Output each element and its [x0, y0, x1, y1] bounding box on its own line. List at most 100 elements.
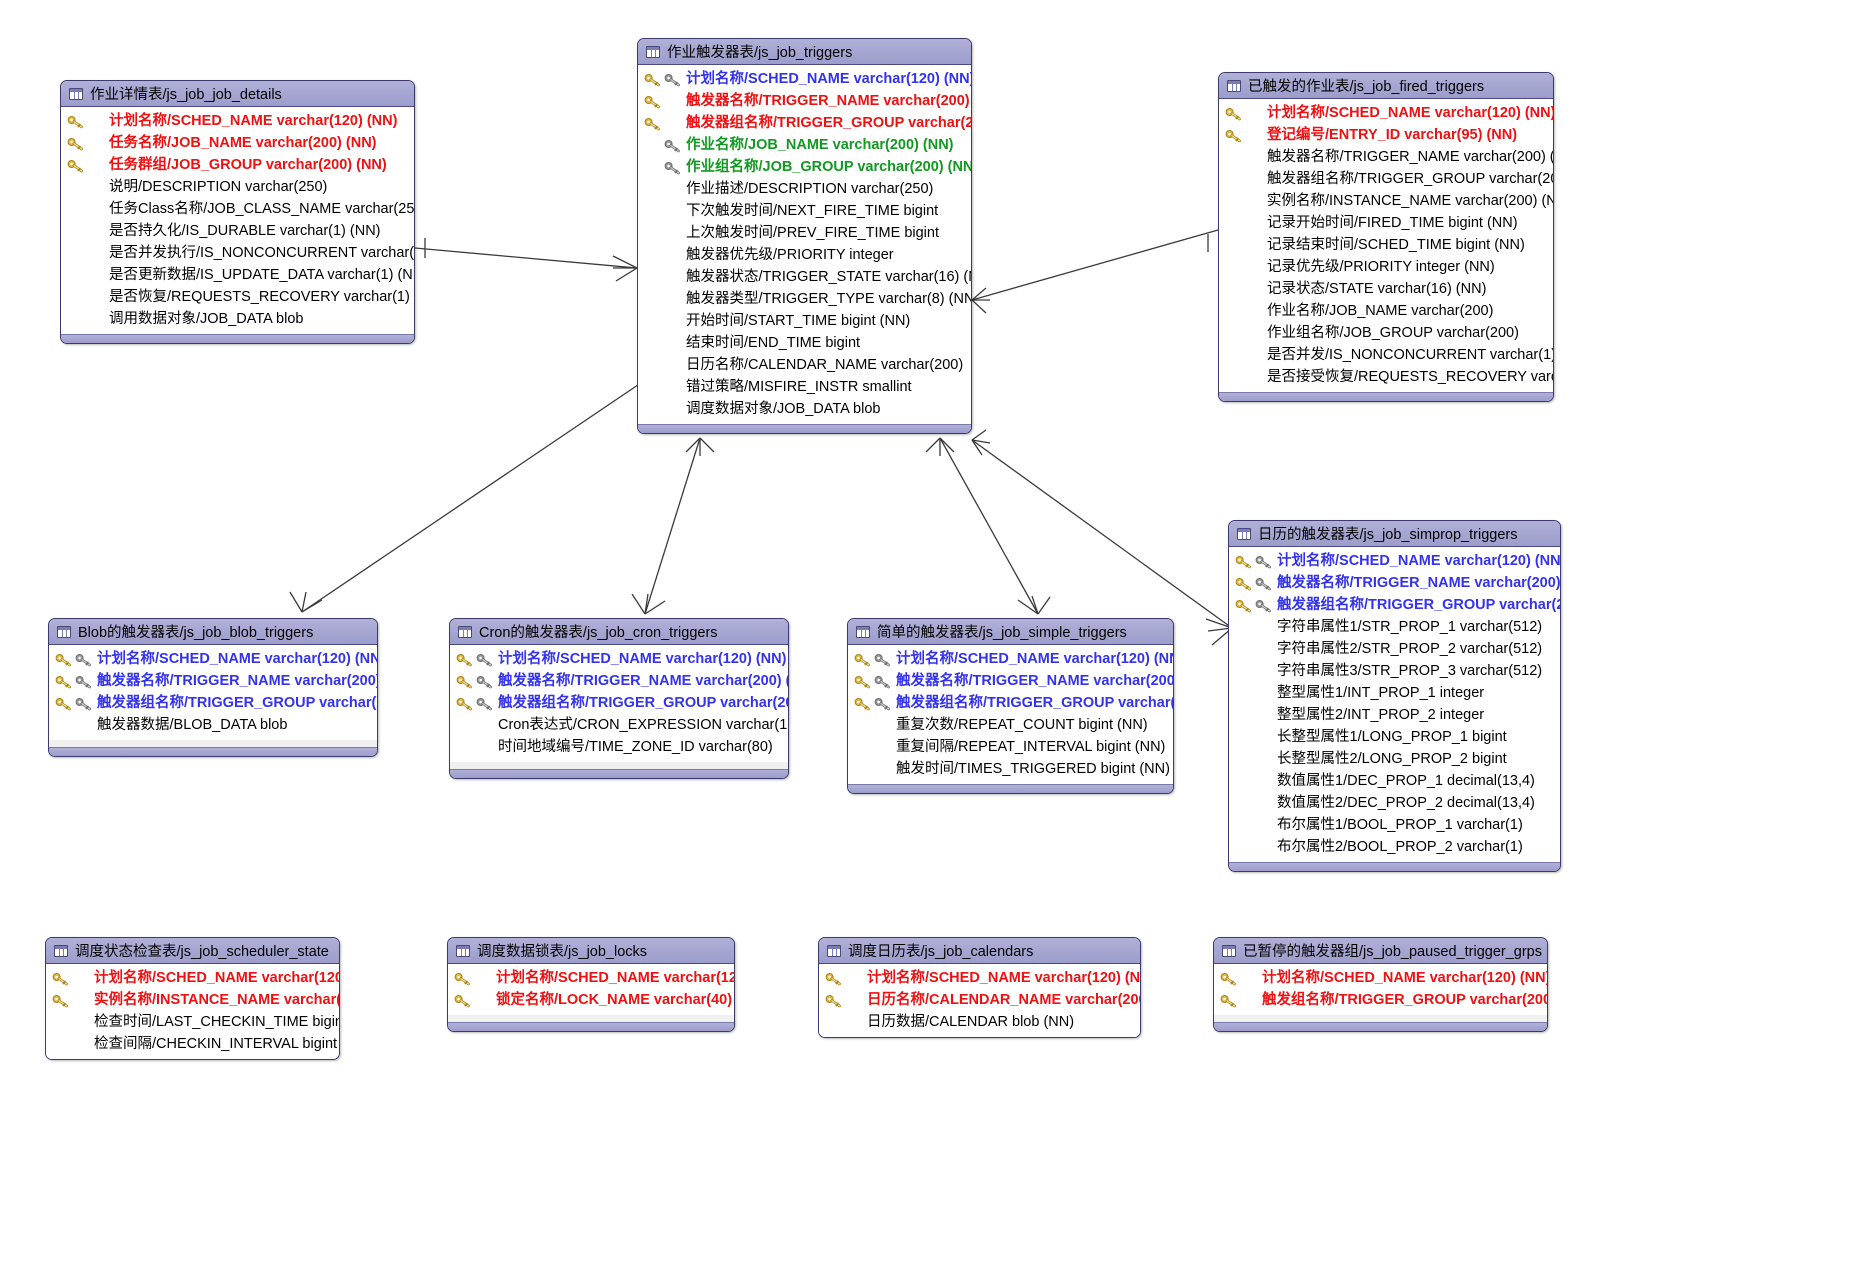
- field-row[interactable]: 计划名称/SCHED_NAME varchar(120) (NN): [1219, 102, 1553, 124]
- field-row[interactable]: 上次触发时间/PREV_FIRE_TIME bigint: [638, 222, 971, 244]
- field-row[interactable]: 实例名称/INSTANCE_NAME varchar(200) (NN): [1219, 190, 1553, 212]
- field-row[interactable]: 作业组名称/JOB_GROUP varchar(200): [1219, 322, 1553, 344]
- field-row[interactable]: 是否更新数据/IS_UPDATE_DATA varchar(1) (NN): [61, 264, 414, 286]
- field-row[interactable]: 触发器数据/BLOB_DATA blob: [49, 714, 377, 736]
- field-row[interactable]: 触发时间/TIMES_TRIGGERED bigint (NN): [848, 758, 1173, 780]
- entity-title-bar-scheduler_state[interactable]: 调度状态检查表/js_job_scheduler_state: [46, 938, 339, 964]
- field-row[interactable]: 触发器名称/TRIGGER_NAME varchar(200) (NN): [638, 90, 971, 112]
- field-row[interactable]: 日历名称/CALENDAR_NAME varchar(200) (NN): [819, 989, 1140, 1011]
- field-row[interactable]: 作业名称/JOB_NAME varchar(200) (NN): [638, 134, 971, 156]
- entity-title-bar-blob_triggers[interactable]: Blob的触发器表/js_job_blob_triggers: [49, 619, 377, 645]
- entity-title-bar-paused_trigger_grps[interactable]: 已暂停的触发器组/js_job_paused_trigger_grps: [1214, 938, 1547, 964]
- field-row[interactable]: 触发器名称/TRIGGER_NAME varchar(200) (NN): [1219, 146, 1553, 168]
- field-row[interactable]: 是否持久化/IS_DURABLE varchar(1) (NN): [61, 220, 414, 242]
- field-row[interactable]: 任务名称/JOB_NAME varchar(200) (NN): [61, 132, 414, 154]
- field-row[interactable]: 计划名称/SCHED_NAME varchar(120) (NN): [819, 967, 1140, 989]
- entity-job_details[interactable]: 作业详情表/js_job_job_details 计划名称/SCHED_NAME …: [60, 80, 415, 344]
- field-row[interactable]: 记录状态/STATE varchar(16) (NN): [1219, 278, 1553, 300]
- field-row[interactable]: 作业组名称/JOB_GROUP varchar(200) (NN): [638, 156, 971, 178]
- field-row[interactable]: 长整型属性1/LONG_PROP_1 bigint: [1229, 726, 1560, 748]
- entity-title-bar-job_details[interactable]: 作业详情表/js_job_job_details: [61, 81, 414, 107]
- field-row[interactable]: 布尔属性1/BOOL_PROP_1 varchar(1): [1229, 814, 1560, 836]
- entity-title-bar-fired_triggers[interactable]: 已触发的作业表/js_job_fired_triggers: [1219, 73, 1553, 99]
- entity-triggers[interactable]: 作业触发器表/js_job_triggers 计划名称/SCHED_NAME va…: [637, 38, 972, 434]
- entity-blob_triggers[interactable]: Blob的触发器表/js_job_blob_triggers 计划名称/SCHED…: [48, 618, 378, 757]
- field-row[interactable]: 触发器组名称/TRIGGER_GROUP varchar(200) (NN): [638, 112, 971, 134]
- field-row[interactable]: 计划名称/SCHED_NAME varchar(120) (NN): [848, 648, 1173, 670]
- field-row[interactable]: 数值属性2/DEC_PROP_2 decimal(13,4): [1229, 792, 1560, 814]
- field-row[interactable]: 下次触发时间/NEXT_FIRE_TIME bigint: [638, 200, 971, 222]
- field-row[interactable]: 错过策略/MISFIRE_INSTR smallint: [638, 376, 971, 398]
- field-row[interactable]: 触发器优先级/PRIORITY integer: [638, 244, 971, 266]
- field-row[interactable]: 结束时间/END_TIME bigint: [638, 332, 971, 354]
- entity-title-bar-triggers[interactable]: 作业触发器表/js_job_triggers: [638, 39, 971, 65]
- field-row[interactable]: 数值属性1/DEC_PROP_1 decimal(13,4): [1229, 770, 1560, 792]
- field-row[interactable]: 时间地域编号/TIME_ZONE_ID varchar(80): [450, 736, 788, 758]
- field-row[interactable]: 字符串属性2/STR_PROP_2 varchar(512): [1229, 638, 1560, 660]
- entity-title-bar-simple_triggers[interactable]: 简单的触发器表/js_job_simple_triggers: [848, 619, 1173, 645]
- field-row[interactable]: 触发器组名称/TRIGGER_GROUP varchar(200) (NN): [1219, 168, 1553, 190]
- field-row[interactable]: 记录结束时间/SCHED_TIME bigint (NN): [1219, 234, 1553, 256]
- field-row[interactable]: 触发组名称/TRIGGER_GROUP varchar(200) (NN): [1214, 989, 1547, 1011]
- field-row[interactable]: 计划名称/SCHED_NAME varchar(120) (NN): [450, 648, 788, 670]
- entity-cron_triggers[interactable]: Cron的触发器表/js_job_cron_triggers 计划名称/SCHED…: [449, 618, 789, 779]
- field-row[interactable]: 计划名称/SCHED_NAME varchar(120) (NN): [49, 648, 377, 670]
- field-row[interactable]: 触发器名称/TRIGGER_NAME varchar(200) (NN): [1229, 572, 1560, 594]
- field-row[interactable]: Cron表达式/CRON_EXPRESSION varchar(120) (NN…: [450, 714, 788, 736]
- field-row[interactable]: 布尔属性2/BOOL_PROP_2 varchar(1): [1229, 836, 1560, 858]
- field-row[interactable]: 重复次数/REPEAT_COUNT bigint (NN): [848, 714, 1173, 736]
- field-row[interactable]: 作业名称/JOB_NAME varchar(200): [1219, 300, 1553, 322]
- entity-title-bar-locks[interactable]: 调度数据锁表/js_job_locks: [448, 938, 734, 964]
- entity-title-bar-calendars[interactable]: 调度日历表/js_job_calendars: [819, 938, 1140, 964]
- field-row[interactable]: 长整型属性2/LONG_PROP_2 bigint: [1229, 748, 1560, 770]
- field-row[interactable]: 任务群组/JOB_GROUP varchar(200) (NN): [61, 154, 414, 176]
- field-row[interactable]: 触发器名称/TRIGGER_NAME varchar(200) (NN): [848, 670, 1173, 692]
- field-row[interactable]: 任务Class名称/JOB_CLASS_NAME varchar(250) (N…: [61, 198, 414, 220]
- field-row[interactable]: 日历数据/CALENDAR blob (NN): [819, 1011, 1140, 1033]
- field-row[interactable]: 日历名称/CALENDAR_NAME varchar(200): [638, 354, 971, 376]
- field-row[interactable]: 字符串属性1/STR_PROP_1 varchar(512): [1229, 616, 1560, 638]
- field-row[interactable]: 检查时间/LAST_CHECKIN_TIME bigint (NN): [46, 1011, 339, 1033]
- field-row[interactable]: 是否接受恢复/REQUESTS_RECOVERY varchar(1): [1219, 366, 1553, 388]
- field-row[interactable]: 触发器名称/TRIGGER_NAME varchar(200) (NN): [49, 670, 377, 692]
- entity-title-bar-cron_triggers[interactable]: Cron的触发器表/js_job_cron_triggers: [450, 619, 788, 645]
- field-row[interactable]: 计划名称/SCHED_NAME varchar(120) (NN): [1214, 967, 1547, 989]
- entity-simprop_triggers[interactable]: 日历的触发器表/js_job_simprop_triggers 计划名称/SCHE…: [1228, 520, 1561, 872]
- field-row[interactable]: 开始时间/START_TIME bigint (NN): [638, 310, 971, 332]
- field-row[interactable]: 是否并发执行/IS_NONCONCURRENT varchar(1) (NN): [61, 242, 414, 264]
- field-row[interactable]: 字符串属性3/STR_PROP_3 varchar(512): [1229, 660, 1560, 682]
- entity-paused_trigger_grps[interactable]: 已暂停的触发器组/js_job_paused_trigger_grps 计划名称/…: [1213, 937, 1548, 1032]
- field-row[interactable]: 调用数据对象/JOB_DATA blob: [61, 308, 414, 330]
- field-row[interactable]: 计划名称/SCHED_NAME varchar(120) (NN): [638, 68, 971, 90]
- entity-locks[interactable]: 调度数据锁表/js_job_locks 计划名称/SCHED_NAME varch…: [447, 937, 735, 1032]
- field-row[interactable]: 触发器状态/TRIGGER_STATE varchar(16) (NN): [638, 266, 971, 288]
- field-row[interactable]: 记录开始时间/FIRED_TIME bigint (NN): [1219, 212, 1553, 234]
- field-row[interactable]: 触发器组名称/TRIGGER_GROUP varchar(200) (NN): [49, 692, 377, 714]
- field-row[interactable]: 触发器名称/TRIGGER_NAME varchar(200) (NN): [450, 670, 788, 692]
- field-row[interactable]: 触发器组名称/TRIGGER_GROUP varchar(200) (NN): [450, 692, 788, 714]
- field-row[interactable]: 记录优先级/PRIORITY integer (NN): [1219, 256, 1553, 278]
- entity-title-bar-simprop_triggers[interactable]: 日历的触发器表/js_job_simprop_triggers: [1229, 521, 1560, 547]
- field-row[interactable]: 计划名称/SCHED_NAME varchar(120) (NN): [448, 967, 734, 989]
- field-row[interactable]: 整型属性2/INT_PROP_2 integer: [1229, 704, 1560, 726]
- field-row[interactable]: 登记编号/ENTRY_ID varchar(95) (NN): [1219, 124, 1553, 146]
- field-row[interactable]: 作业描述/DESCRIPTION varchar(250): [638, 178, 971, 200]
- field-row[interactable]: 计划名称/SCHED_NAME varchar(120) (NN): [61, 110, 414, 132]
- field-row[interactable]: 触发器组名称/TRIGGER_GROUP varchar(200) (NN): [1229, 594, 1560, 616]
- field-row[interactable]: 触发器类型/TRIGGER_TYPE varchar(8) (NN): [638, 288, 971, 310]
- field-row[interactable]: 是否恢复/REQUESTS_RECOVERY varchar(1) (NN): [61, 286, 414, 308]
- field-row[interactable]: 重复间隔/REPEAT_INTERVAL bigint (NN): [848, 736, 1173, 758]
- entity-simple_triggers[interactable]: 简单的触发器表/js_job_simple_triggers 计划名称/SCHED…: [847, 618, 1174, 794]
- field-row[interactable]: 检查间隔/CHECKIN_INTERVAL bigint (NN): [46, 1033, 339, 1055]
- field-row[interactable]: 计划名称/SCHED_NAME varchar(120) (NN): [1229, 550, 1560, 572]
- entity-fired_triggers[interactable]: 已触发的作业表/js_job_fired_triggers 计划名称/SCHED_…: [1218, 72, 1554, 402]
- field-row[interactable]: 整型属性1/INT_PROP_1 integer: [1229, 682, 1560, 704]
- field-row[interactable]: 是否并发/IS_NONCONCURRENT varchar(1): [1219, 344, 1553, 366]
- field-row[interactable]: 说明/DESCRIPTION varchar(250): [61, 176, 414, 198]
- field-row[interactable]: 调度数据对象/JOB_DATA blob: [638, 398, 971, 420]
- field-row[interactable]: 实例名称/INSTANCE_NAME varchar(200) (NN): [46, 989, 339, 1011]
- field-row[interactable]: 锁定名称/LOCK_NAME varchar(40) (NN): [448, 989, 734, 1011]
- entity-calendars[interactable]: 调度日历表/js_job_calendars 计划名称/SCHED_NAME va…: [818, 937, 1141, 1038]
- field-row[interactable]: 触发器组名称/TRIGGER_GROUP varchar(200) (NN): [848, 692, 1173, 714]
